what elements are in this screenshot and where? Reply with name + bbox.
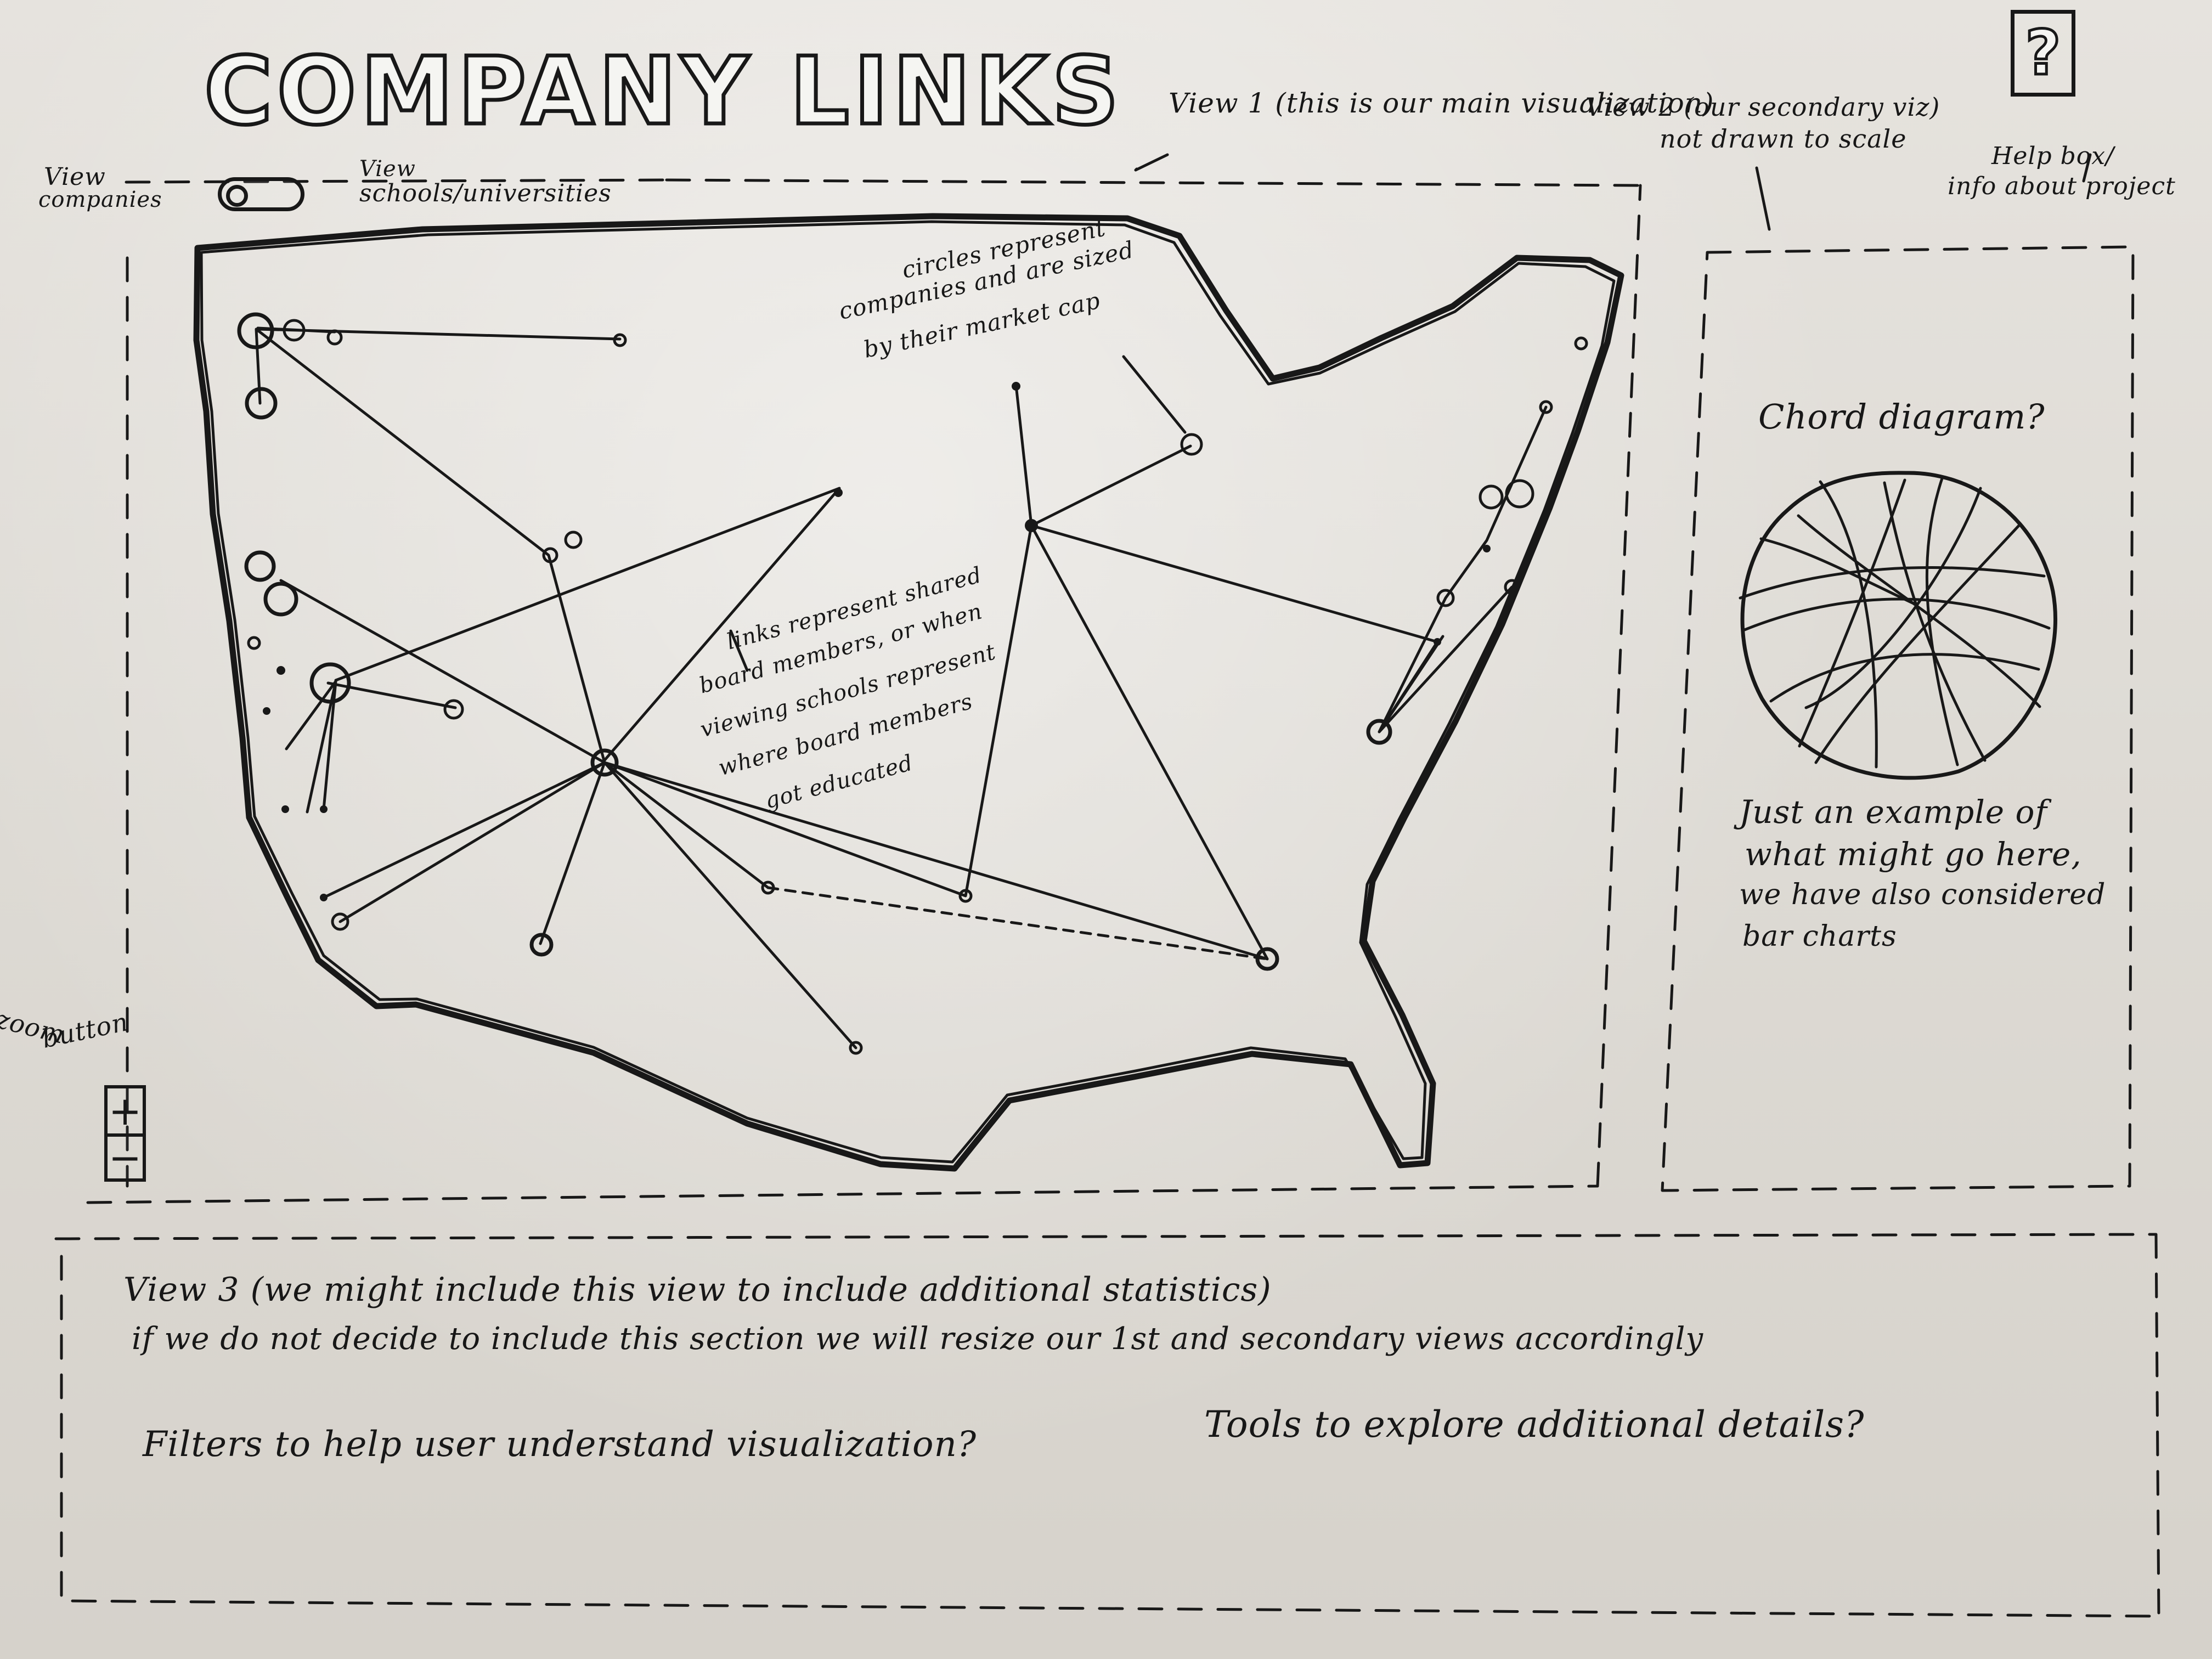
question-mark-icon: ? xyxy=(2024,16,2062,91)
company-circle xyxy=(326,329,343,346)
company-circles xyxy=(237,312,1588,1055)
annotation-leader-help xyxy=(2082,153,2092,183)
help-caption-line1: Help box/ xyxy=(1991,142,2114,170)
company-circle xyxy=(245,387,278,420)
chord-line xyxy=(1797,514,2041,708)
view1-label: View 1 (this is our main visualization) xyxy=(1169,87,1714,119)
network-point xyxy=(1483,545,1491,552)
chord-diagram xyxy=(1739,471,2057,780)
company-circle xyxy=(331,912,349,931)
chord-line xyxy=(1739,566,2046,600)
company-circle xyxy=(309,662,351,704)
annotation-leader-view1 xyxy=(1134,153,1169,172)
company-circle xyxy=(247,636,261,650)
view2-note-line1: Just an example of xyxy=(1739,793,2047,831)
company-circle xyxy=(1180,433,1203,456)
view2-note-line3: we have also considered xyxy=(1739,878,2106,911)
chord-line xyxy=(1804,487,1982,709)
zoom-controls: + − xyxy=(104,1085,146,1182)
view3-line2: if we do not decide to include this sect… xyxy=(132,1321,1704,1357)
chord-diagram-outline xyxy=(1740,471,2057,780)
network-links xyxy=(255,326,1548,1049)
annotation-leader-links xyxy=(729,629,749,672)
companies-schools-toggle[interactable] xyxy=(218,177,304,211)
company-circle xyxy=(590,748,619,777)
network-point xyxy=(263,707,270,715)
zoom-out-button[interactable]: − xyxy=(108,1133,143,1181)
network-point xyxy=(1012,382,1020,391)
company-circle xyxy=(542,547,558,563)
chord-line xyxy=(1819,480,1878,769)
company-circle xyxy=(443,699,464,720)
company-circle xyxy=(244,550,276,582)
network-point xyxy=(281,805,289,813)
company-circle xyxy=(761,881,775,895)
toggle-left-label-line1: View xyxy=(44,163,106,191)
view2-label-line1: View 2 (our secondary viz) xyxy=(1585,92,1940,122)
view2-label-line2: not drawn to scale xyxy=(1660,124,1907,154)
network-point xyxy=(1434,638,1441,646)
zoom-in-button[interactable]: + xyxy=(108,1088,142,1134)
company-circle xyxy=(237,312,274,349)
company-circle xyxy=(1366,719,1392,745)
company-circle xyxy=(613,333,627,347)
view3-line1: View 3 (we might include this view to in… xyxy=(123,1271,1272,1309)
help-box-button[interactable]: ? xyxy=(2011,10,2075,97)
chord-line xyxy=(1769,653,2040,703)
view2-boundary xyxy=(1661,245,2135,1192)
chord-line xyxy=(1798,478,1906,748)
help-caption-line2: info about project xyxy=(1948,172,2176,200)
company-circle xyxy=(1436,589,1455,607)
toggle-left-label-line2: companies xyxy=(38,187,162,212)
us-map-outline xyxy=(193,213,1624,1172)
network-point xyxy=(834,488,843,497)
annotation-leader-circles xyxy=(1122,355,1187,434)
chord-line xyxy=(1814,524,2021,764)
network-point xyxy=(1025,519,1038,532)
chord-line xyxy=(1925,477,1959,766)
view2-note-line4: bar charts xyxy=(1742,920,1897,953)
company-circle xyxy=(529,933,554,957)
company-circle xyxy=(1255,947,1279,971)
company-circle xyxy=(564,531,583,549)
us-map-outline-double xyxy=(200,220,1616,1164)
company-circle xyxy=(958,889,973,903)
toggle-knob[interactable] xyxy=(226,185,248,207)
toggle-right-label-line1: View xyxy=(359,156,416,182)
chord-line xyxy=(1759,537,1915,605)
annotation-leader-view2 xyxy=(1755,166,1771,231)
company-circle xyxy=(283,319,306,342)
view2-note-line2: what might go here, xyxy=(1745,836,2082,873)
network-point xyxy=(276,666,285,675)
chord-line xyxy=(1883,481,1987,762)
company-circle xyxy=(1479,484,1504,510)
page-title: COMPANY LINKS xyxy=(202,36,1124,148)
company-circle xyxy=(1539,400,1553,414)
company-circle xyxy=(1504,579,1520,595)
view3-tools: Tools to explore additional details? xyxy=(1204,1403,1865,1446)
view2-chart-question: Chord diagram? xyxy=(1758,397,2045,437)
toggle-right-label-line2: schools/universities xyxy=(359,179,612,207)
company-circle xyxy=(849,1041,863,1055)
company-circle xyxy=(1574,336,1588,351)
view1-boundary xyxy=(86,178,1642,1204)
dashed-link xyxy=(766,886,1269,961)
network-point xyxy=(320,805,328,813)
company-circle xyxy=(1505,479,1534,509)
company-circle xyxy=(263,582,298,617)
network-point xyxy=(320,894,328,901)
view3-boundary xyxy=(54,1233,2160,1618)
chord-line xyxy=(1743,597,2051,631)
view3-filters: Filters to help user understand visualiz… xyxy=(143,1424,977,1465)
